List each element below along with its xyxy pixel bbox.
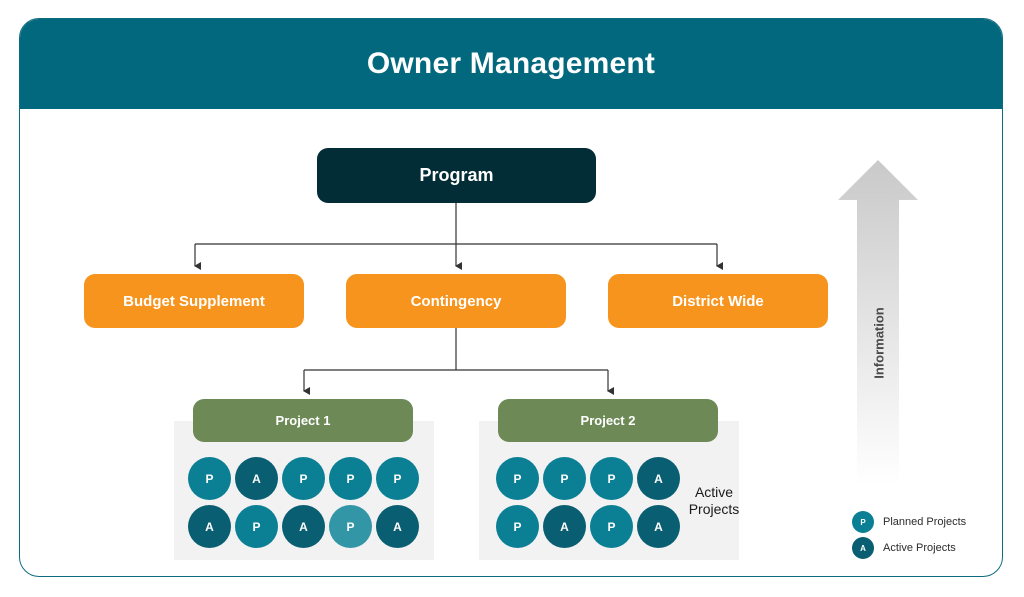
planned-project-circle: P: [329, 505, 372, 548]
project-1-node: Project 1: [193, 399, 413, 442]
information-arrow-icon: [838, 160, 918, 485]
planned-project-circle: P: [376, 457, 419, 500]
program-node: Program: [317, 148, 596, 203]
legend-active-label: Active Projects: [883, 542, 956, 554]
planned-project-circle: P: [543, 457, 586, 500]
planned-project-circle: P: [282, 457, 325, 500]
legend-planned-label: Planned Projects: [883, 516, 967, 528]
planned-project-circle: P: [235, 505, 278, 548]
project-2-node: Project 2: [498, 399, 718, 442]
budget-supplement-node: Budget Supplement: [84, 274, 304, 328]
active-project-circle: A: [376, 505, 419, 548]
planned-project-circle: P: [329, 457, 372, 500]
active-project-circle: A: [282, 505, 325, 548]
header-bar: Owner Management: [20, 19, 1002, 109]
planned-project-circle: P: [590, 505, 633, 548]
planned-project-circle: P: [188, 457, 231, 500]
legend-active-icon: A: [852, 537, 874, 559]
active-project-circle: A: [543, 505, 586, 548]
information-label: Information: [871, 307, 887, 379]
contingency-node: Contingency: [346, 274, 566, 328]
page-title: Owner Management: [366, 47, 656, 80]
planned-project-circle: P: [590, 457, 633, 500]
planned-project-circle: P: [496, 505, 539, 548]
active-project-circle: A: [637, 505, 680, 548]
active-project-circle: A: [235, 457, 278, 500]
active-project-circle: A: [637, 457, 680, 500]
planned-project-circle: P: [496, 457, 539, 500]
legend-planned-icon: P: [852, 511, 874, 533]
active-projects-label: Active Projects: [688, 484, 740, 517]
active-project-circle: A: [188, 505, 231, 548]
district-wide-node: District Wide: [608, 274, 828, 328]
